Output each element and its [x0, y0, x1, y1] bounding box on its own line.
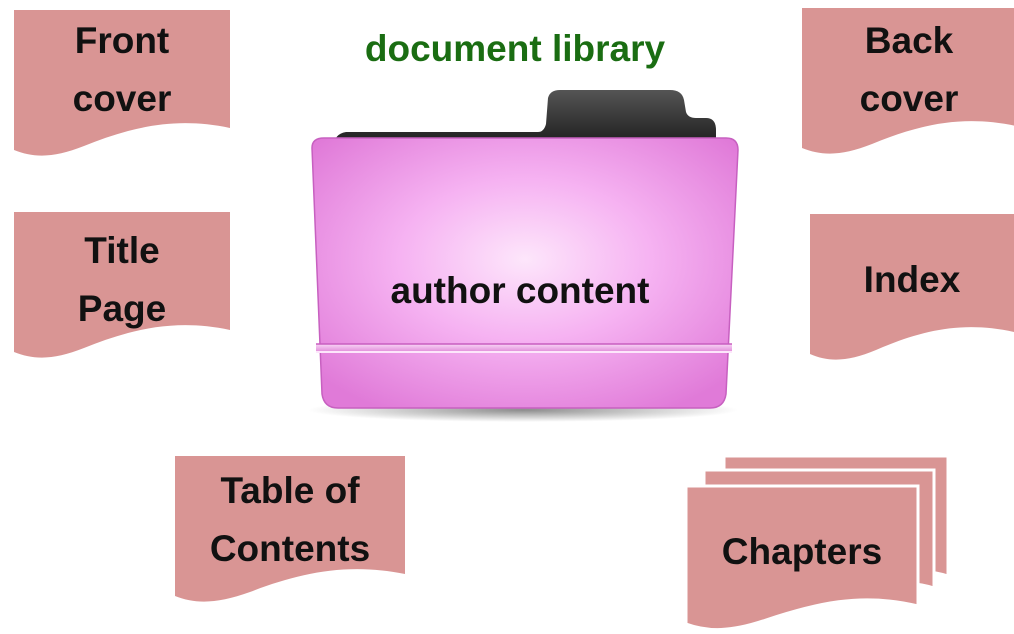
index-label: Index — [863, 259, 961, 300]
index-document-shape — [810, 214, 1014, 360]
diagram-title: document library — [364, 28, 666, 69]
folder-label: author content — [390, 270, 650, 311]
title-page-label: Title Page — [77, 230, 167, 329]
chapters-multidocument-shape — [684, 454, 950, 632]
chapters-label: Chapters — [721, 531, 883, 572]
back-cover-document-shape — [802, 8, 1014, 154]
back-cover-label: Back cover — [859, 20, 959, 119]
folder-icon — [308, 90, 739, 422]
title-page-document-shape — [14, 212, 230, 358]
table-of-contents-document-shape — [175, 456, 405, 602]
front-cover-label: Front cover — [72, 20, 172, 119]
table-of-contents-label: Table of Contents — [209, 470, 371, 569]
front-cover-document-shape — [14, 10, 230, 156]
